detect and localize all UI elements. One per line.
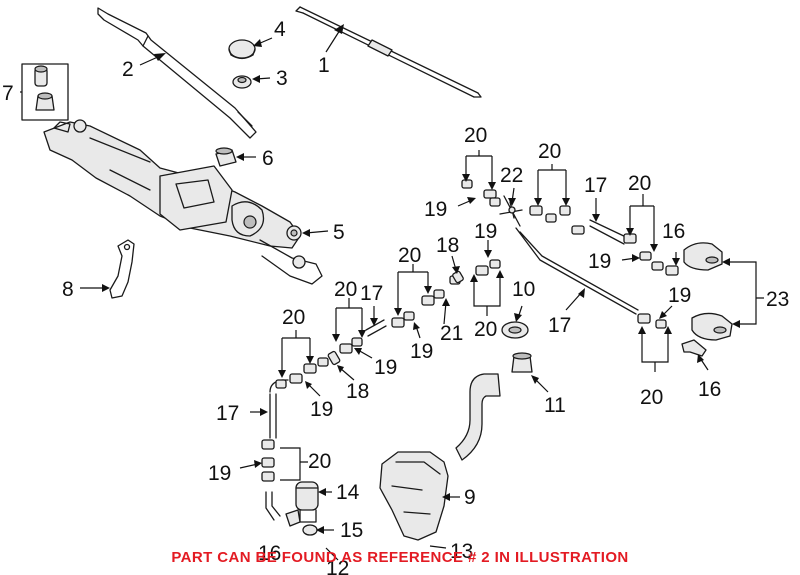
callout-20-f: 20 <box>398 244 421 267</box>
nut <box>232 75 252 89</box>
callout-7: 7 <box>2 82 14 105</box>
t-connector <box>499 195 523 227</box>
callout-13: 13 <box>450 540 473 563</box>
hose-main-right <box>515 227 639 315</box>
callout-17-center: 17 <box>360 282 383 305</box>
washer-pump <box>285 481 319 527</box>
callout-labels: 1 2 3 4 5 6 7 8 9 10 11 12 13 14 15 16 1… <box>2 18 789 575</box>
nozzle-hose-elbow <box>681 339 707 357</box>
callout-19-g: 19 <box>310 398 333 421</box>
callout-20-h: 20 <box>282 306 305 329</box>
callout-17-left: 17 <box>216 402 239 425</box>
callout-6: 6 <box>262 147 274 170</box>
check-valve <box>327 270 464 366</box>
callout-5: 5 <box>333 221 345 244</box>
pump-grommet <box>302 524 318 536</box>
callout-23: 23 <box>766 288 789 311</box>
callout-20-b: 20 <box>538 140 561 163</box>
callout-19-d: 19 <box>668 284 691 307</box>
leader-lines <box>20 24 764 561</box>
filler-cap <box>511 352 533 373</box>
callout-19-c: 19 <box>588 250 611 273</box>
callout-16-bottom: 16 <box>258 542 281 565</box>
callout-15: 15 <box>340 519 363 542</box>
bushing-kit-box <box>21 63 69 121</box>
callout-19-f: 19 <box>374 356 397 379</box>
wiper-blade <box>295 6 482 98</box>
callout-16-upper: 16 <box>662 220 685 243</box>
callout-21: 21 <box>440 322 463 345</box>
callout-18-lower: 18 <box>346 380 369 403</box>
washer-nozzle-upper <box>683 242 723 271</box>
hose-elbow-lower <box>265 491 281 521</box>
callout-20-i: 20 <box>308 450 331 473</box>
nut-cap <box>228 39 256 60</box>
callout-2: 2 <box>122 58 134 81</box>
washer-nozzle-lower <box>691 312 733 341</box>
callout-16-lower: 16 <box>698 378 721 401</box>
reference-note: PART CAN BE FOUND AS REFERENCE # 2 IN IL… <box>171 549 629 566</box>
grommet <box>215 147 237 167</box>
hose-upper-right <box>589 219 629 245</box>
callout-11: 11 <box>544 394 566 417</box>
callout-22: 22 <box>500 164 523 187</box>
callout-10: 10 <box>512 278 535 301</box>
callout-12: 12 <box>326 557 349 575</box>
wiper-linkage-motor <box>43 119 323 285</box>
connector-group <box>261 179 679 482</box>
callout-9: 9 <box>464 486 476 509</box>
callout-14: 14 <box>336 481 360 504</box>
washer-reservoir <box>379 373 501 541</box>
callout-18-upper: 18 <box>436 234 459 257</box>
callout-20-g: 20 <box>334 278 357 301</box>
callout-3: 3 <box>276 67 288 90</box>
callout-20-a: 20 <box>464 124 487 147</box>
callout-19-b: 19 <box>474 220 497 243</box>
wiper-arm <box>97 7 257 139</box>
hose-lower-left <box>269 379 289 439</box>
callout-20-c: 20 <box>628 172 651 195</box>
bracket <box>109 239 135 299</box>
callout-8: 8 <box>62 278 74 301</box>
callout-17-top: 17 <box>584 174 607 197</box>
callout-17-right: 17 <box>548 314 571 337</box>
callout-20-d: 20 <box>640 386 663 409</box>
callout-19-e: 19 <box>410 340 433 363</box>
callout-20-e: 20 <box>474 318 497 341</box>
seal-ring <box>501 321 529 339</box>
callout-19-h: 19 <box>208 462 231 485</box>
hose-center <box>365 319 387 337</box>
callout-4: 4 <box>274 18 286 41</box>
callout-19-a: 19 <box>424 198 447 221</box>
callout-1: 1 <box>318 54 330 77</box>
